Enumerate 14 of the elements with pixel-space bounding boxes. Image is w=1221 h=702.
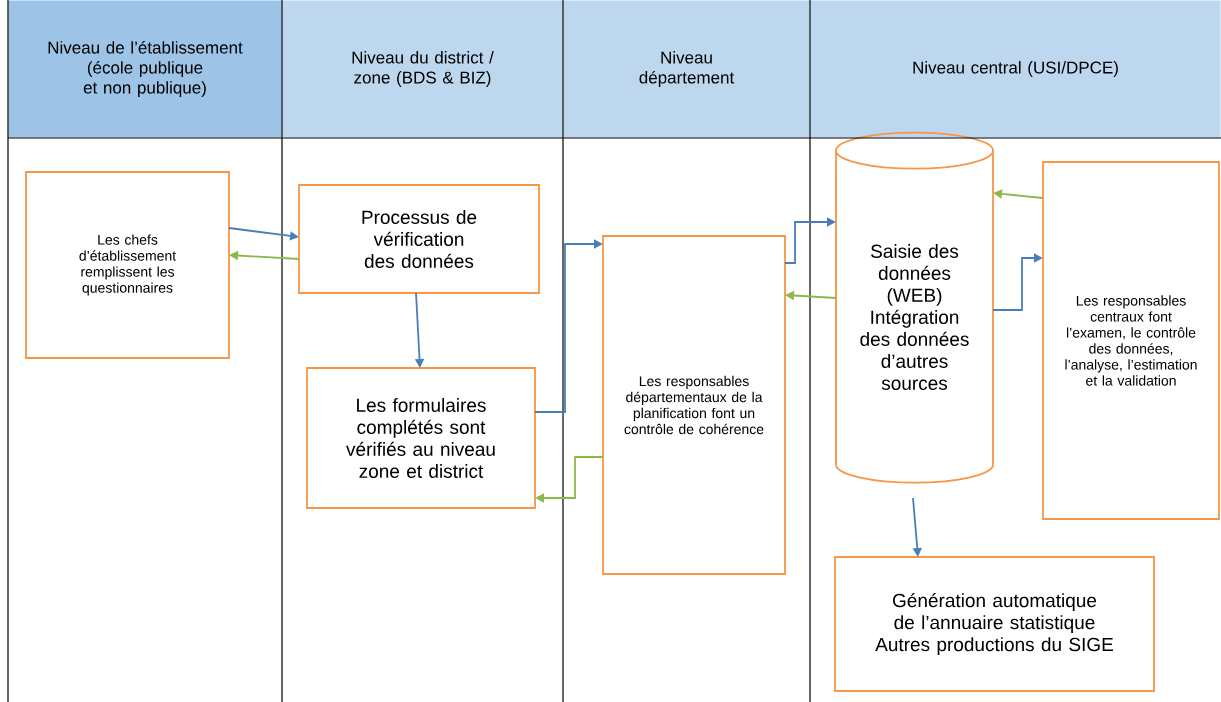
process-box: Génération automatique de l’annuaire statistique Autres productions du SIGE xyxy=(834,556,1155,692)
process-box: Les responsables centraux font l’examen, le contrôle des données, l’analyse, l’estimation et la validation xyxy=(1042,161,1220,520)
process-box: Les responsables départementaux de la planification font un contrôle de cohérence xyxy=(602,235,786,575)
column-header: Niveau département xyxy=(563,0,810,138)
node-label: Niveau du district / zone (BDS & BIZ) xyxy=(352,51,494,87)
process-box: Les chefs d’établissement remplissent les questionnaires xyxy=(25,171,230,359)
database-cylinder: Saisie des données (WEB) Intégration des données d’autres sources xyxy=(835,131,994,484)
column-header: Niveau central (USI/DPCE) xyxy=(810,0,1221,138)
process-box: Processus de vérification des données xyxy=(298,184,540,294)
column-header: Niveau du district / zone (BDS & BIZ) xyxy=(282,0,563,138)
node-label: Niveau département xyxy=(639,51,735,87)
column-header: Niveau de l’établissement (école publique et non publique) xyxy=(8,0,282,138)
process-box: Les formulaires complétés sont vérifiés au niveau zone et district xyxy=(306,367,536,509)
node-label: Niveau central (USI/DPCE) xyxy=(913,61,1118,77)
